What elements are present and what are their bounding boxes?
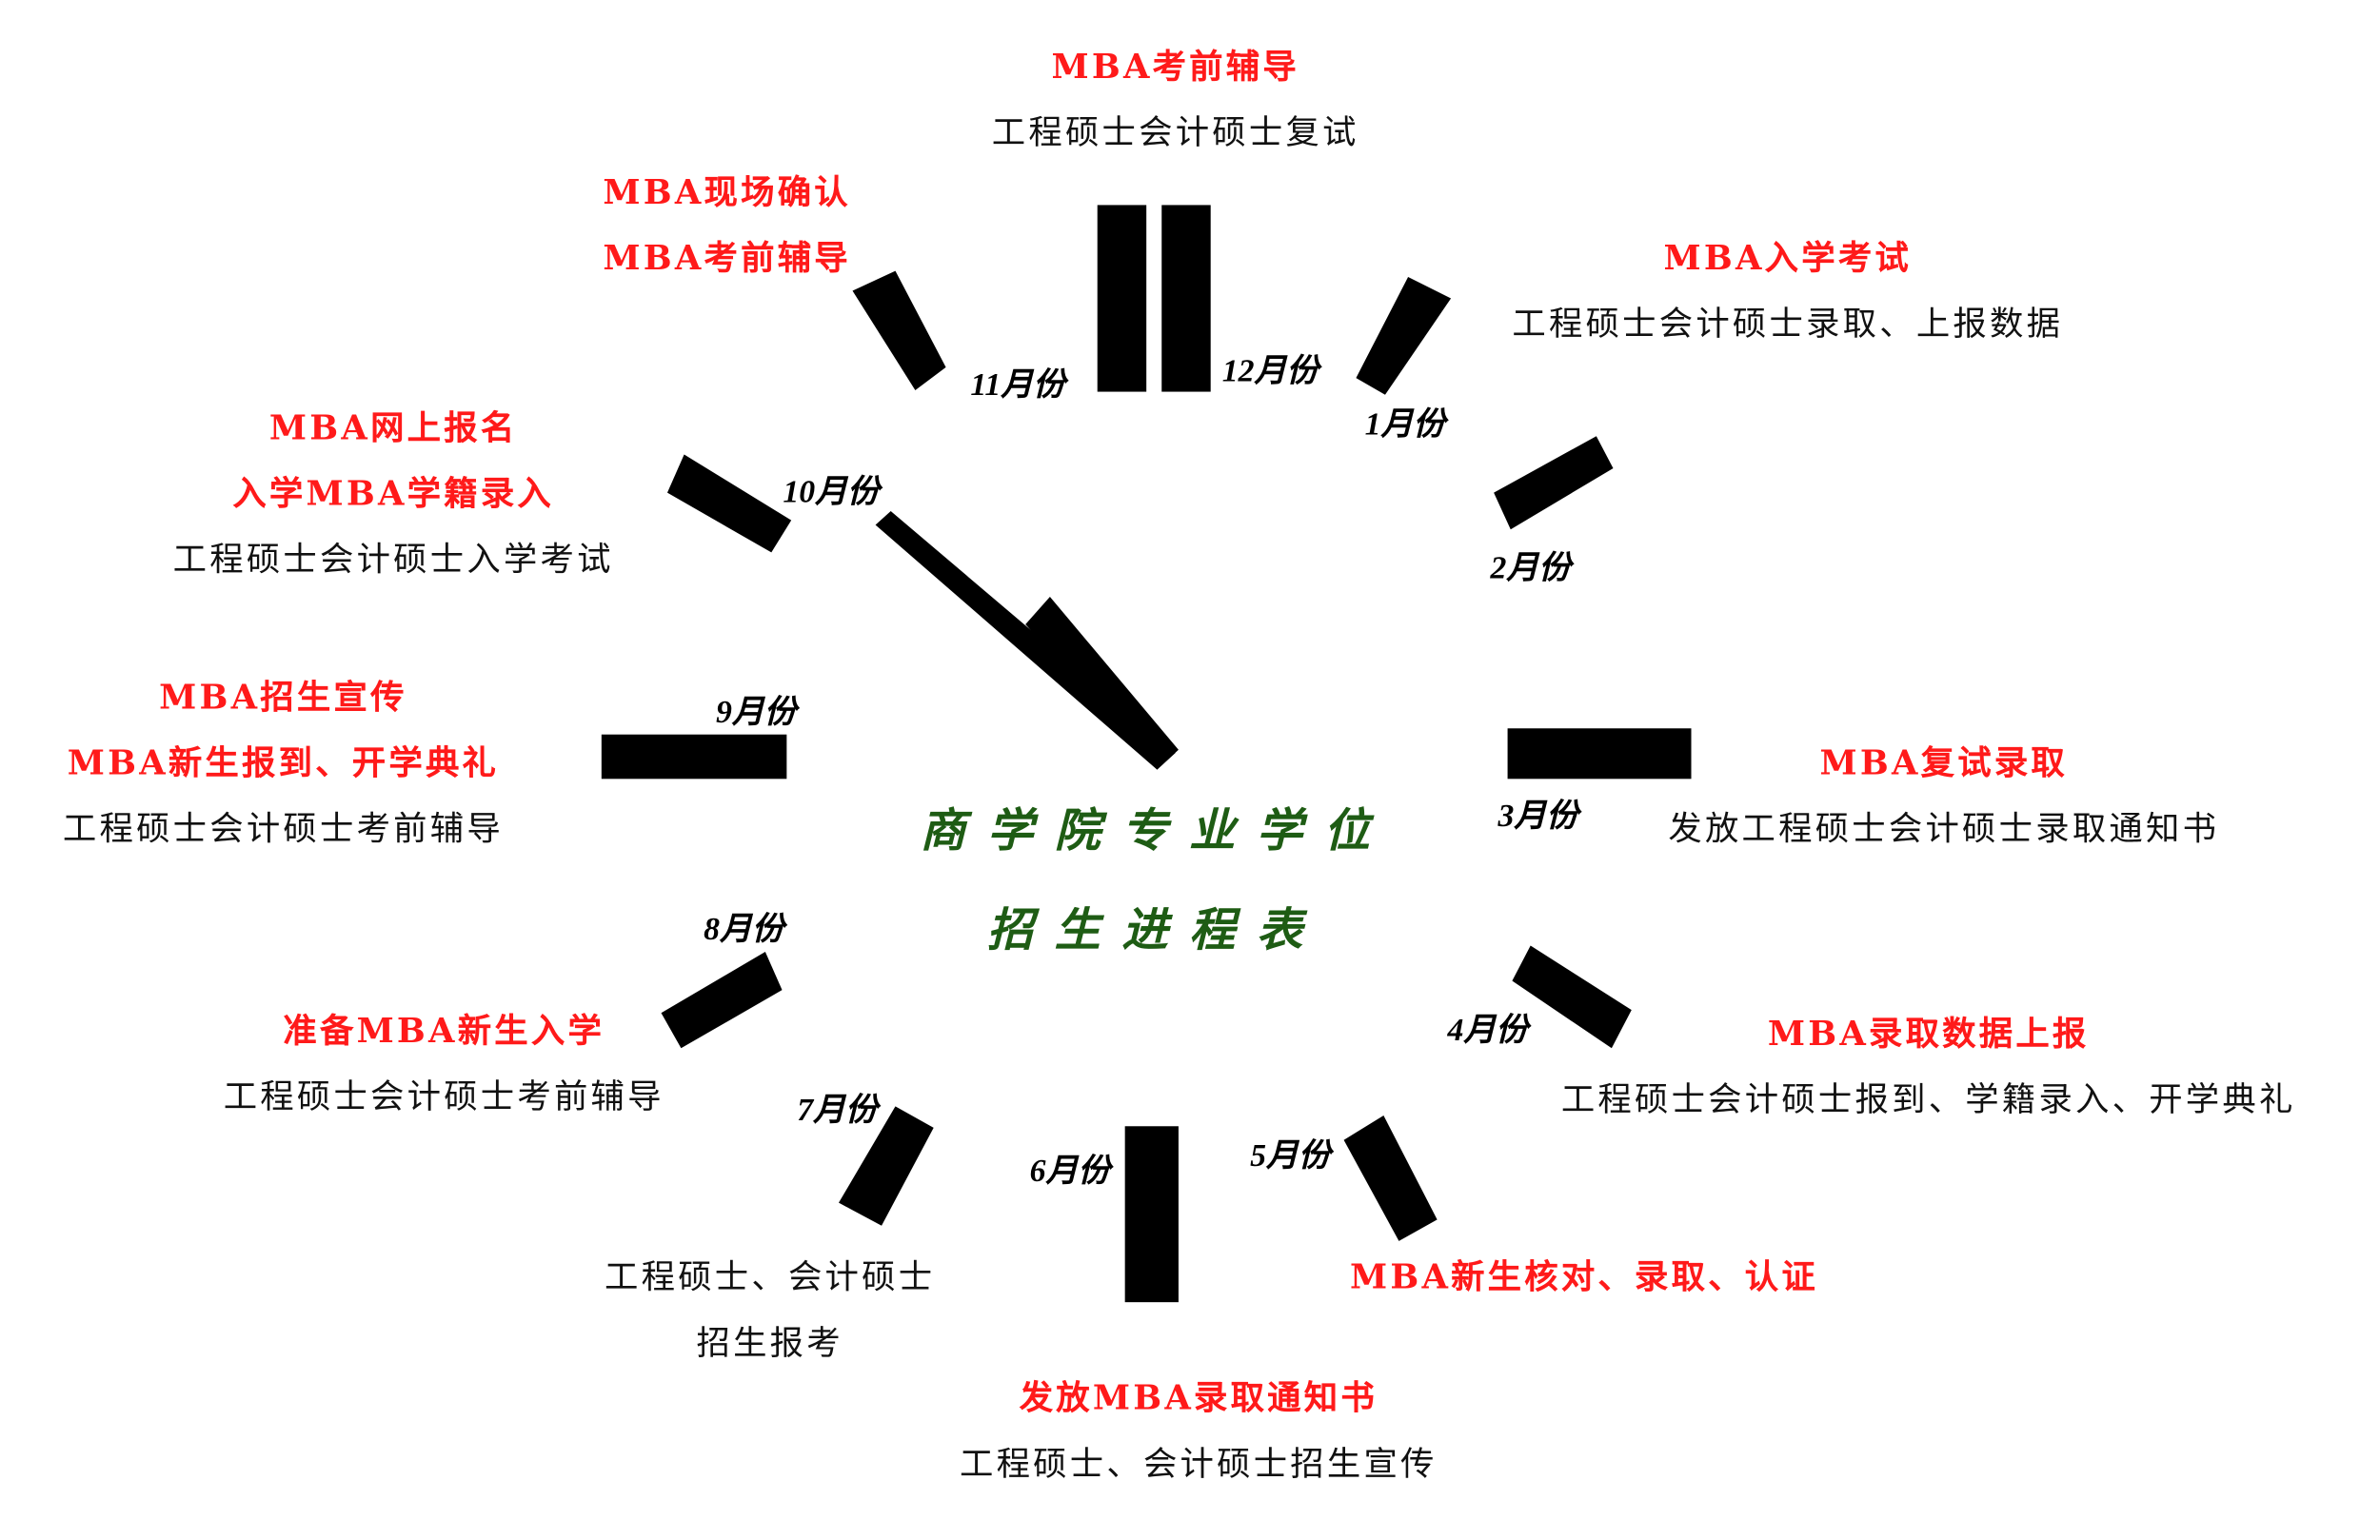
- month-label-6: 6月份: [1029, 1152, 1110, 1190]
- event-jul-general-2: 招生报考: [696, 1325, 843, 1364]
- title-line-1: 商学院专业学位: [920, 804, 1392, 859]
- month-label-10: 10月份: [783, 472, 880, 510]
- month-label-5: 5月份: [1250, 1136, 1331, 1175]
- event-dec-mba: MBA考前辅导: [1051, 47, 1299, 88]
- hour-mark-10: [666, 454, 792, 553]
- event-sep-mba-1: MBA招生宣传: [159, 678, 407, 719]
- event-mar-general: 发放工程硕士会计硕士录取通知书: [1668, 811, 2220, 850]
- hour-mark-12b: [1161, 205, 1211, 392]
- event-mar-mba: MBA复试录取: [1819, 743, 2069, 784]
- event-dec-general: 工程硕士会计硕士复试: [991, 114, 1359, 153]
- hour-mark-1: [1356, 276, 1452, 395]
- month-label-8: 8月份: [704, 910, 784, 948]
- hour-mark-4: [1512, 945, 1632, 1049]
- month-label-12: 12月份: [1221, 351, 1319, 389]
- event-nov-mba-2: MBA考前辅导: [603, 238, 851, 279]
- event-sep-general: 工程硕士会计硕士考前辅导: [62, 811, 504, 850]
- event-jun-mba: 发放MBA录取通知书: [1019, 1378, 1378, 1419]
- month-label-2: 2月份: [1490, 549, 1571, 586]
- month-label-7: 7月份: [797, 1091, 878, 1128]
- event-nov-mba-1: MBA现场确认: [603, 172, 851, 213]
- hour-mark-7: [839, 1106, 934, 1226]
- hour-hand: [1025, 597, 1179, 770]
- hour-mark-5: [1343, 1116, 1438, 1241]
- month-label-3: 3月份: [1497, 797, 1578, 835]
- month-label-1: 1月份: [1364, 405, 1446, 443]
- event-oct-general: 工程硕士会计硕士入学考试: [172, 542, 614, 581]
- month-label-4: 4月份: [1447, 1011, 1528, 1049]
- event-oct-mba-2: 入学MBA学籍录入: [232, 474, 555, 515]
- event-jan-mba: MBA入学考试: [1663, 238, 1913, 279]
- hour-mark-9: [601, 734, 787, 780]
- event-oct-mba-1: MBA网上报名: [268, 408, 518, 449]
- event-may-mba: MBA新生核对、录取、认证: [1349, 1257, 1818, 1298]
- event-aug-general: 工程硕士会计硕士考前辅导: [223, 1078, 664, 1117]
- event-jul-general-1: 工程硕士、会计硕士: [605, 1259, 936, 1298]
- hour-mark-2: [1494, 436, 1614, 530]
- hour-mark-8: [661, 951, 783, 1049]
- event-apr-mba: MBA录取数据上报: [1767, 1014, 2090, 1055]
- event-apr-general: 工程硕士会计硕士报到、学籍录入、开学典礼: [1560, 1081, 2296, 1120]
- event-jan-general: 工程硕士会计硕士录取、上报数据: [1512, 306, 2064, 345]
- event-sep-mba-2: MBA新生报到、开学典礼: [67, 743, 500, 784]
- month-label-11: 11月份: [970, 365, 1065, 403]
- hour-mark-12a: [1097, 205, 1147, 392]
- event-aug-mba: 准备MBA新生入学: [283, 1011, 605, 1052]
- hour-mark-3: [1507, 728, 1692, 780]
- hour-mark-6: [1124, 1126, 1179, 1303]
- event-jun-general: 工程硕士、会计硕士招生宣传: [960, 1446, 1438, 1485]
- hour-mark-11: [852, 270, 946, 390]
- title-line-2: 招生进程表: [986, 904, 1324, 958]
- month-label-9: 9月份: [716, 693, 797, 730]
